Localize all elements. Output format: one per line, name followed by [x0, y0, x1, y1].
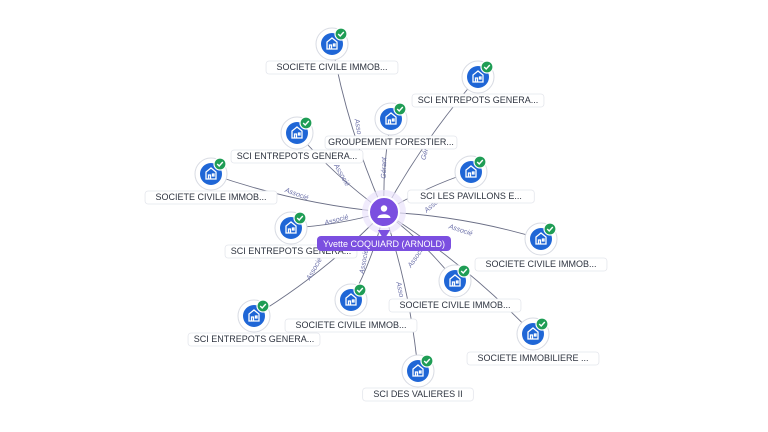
company-node[interactable]: SOCIETE CIVILE IMMOB... — [388, 264, 522, 313]
company-node-label: SOCIETE IMMOBILIERE ... — [477, 353, 588, 363]
company-node[interactable]: SOCIETE CIVILE IMMOB... — [474, 222, 608, 272]
company-node-label: SOCIETE CIVILE IMMOB... — [399, 300, 510, 310]
check-badge-icon — [213, 157, 227, 171]
company-node[interactable]: SCI DES VALIERES II — [362, 354, 474, 402]
check-badge-icon — [293, 211, 307, 225]
company-node[interactable]: SOCIETE CIVILE IMMOB... — [144, 157, 278, 205]
edge-label: Asso — [394, 280, 404, 298]
edge-line — [383, 211, 542, 240]
company-node-label: SCI ENTREPOTS GENERA... — [194, 334, 315, 344]
edge-label: Asso — [353, 117, 363, 135]
company-node[interactable]: SCI ENTREPOTS GENERA... — [187, 299, 321, 347]
edge-label: Gérant — [381, 156, 389, 179]
check-badge-icon — [420, 354, 434, 368]
edge-label: Associé — [283, 187, 309, 202]
company-node-label: SOCIETE CIVILE IMMOB... — [295, 320, 406, 330]
check-badge-icon — [473, 155, 487, 169]
check-badge-icon — [256, 299, 270, 313]
check-badge-icon — [334, 27, 348, 41]
company-node-label-box — [474, 257, 608, 272]
check-badge-icon — [543, 222, 557, 236]
company-node-label-box — [362, 387, 474, 402]
company-node[interactable]: SOCIETE CIVILE IMMOB... — [284, 283, 418, 333]
edge-label: Associé — [332, 162, 351, 188]
person-icon — [377, 205, 391, 218]
center-label-box — [317, 236, 451, 251]
check-badge-icon — [299, 116, 313, 130]
edge-label: Associé — [323, 214, 350, 227]
center-person-node[interactable]: Yvette COQUIARD (ARNOLD) — [317, 190, 451, 251]
company-node-label-box — [466, 351, 600, 366]
company-node-label-box — [324, 135, 458, 150]
edge-label: Associé — [359, 249, 370, 275]
company-node-label-box — [230, 149, 364, 164]
company-node[interactable]: SCI ENTREPOTS GENERA... — [411, 60, 545, 108]
company-node-label: SCI ENTREPOTS GENERA... — [237, 151, 358, 161]
check-badge-icon — [353, 283, 367, 297]
check-badge-icon — [535, 317, 549, 331]
company-node-label: SCI ENTREPOTS GENERA... — [418, 95, 539, 105]
check-badge-icon — [480, 60, 494, 74]
company-node-label-box — [144, 190, 278, 205]
company-node-label: SOCIETE CIVILE IMMOB... — [276, 62, 387, 72]
company-node-label: SCI ENTREPOTS GENERA... — [231, 246, 352, 256]
company-node[interactable]: SCI LES PAVILLONS E... — [407, 155, 535, 204]
company-node-label-box — [187, 332, 321, 347]
company-node-label: SCI LES PAVILLONS E... — [420, 191, 522, 201]
company-node-label-box — [284, 318, 418, 333]
company-node-label: SOCIETE CIVILE IMMOB... — [155, 192, 266, 202]
company-node-label-box — [411, 93, 545, 108]
company-node[interactable]: SCI ENTREPOTS GENERA... — [224, 211, 358, 259]
nodes-layer: SOCIETE CIVILE IMMOB... SCI ENTREPOTS GEN… — [144, 27, 608, 402]
check-badge-icon — [457, 264, 471, 278]
company-node-label-box — [388, 298, 522, 313]
company-node-label: SCI DES VALIERES II — [373, 389, 462, 399]
company-node[interactable]: GROUPEMENT FORESTIER... — [324, 102, 458, 150]
center-label: Yvette COQUIARD (ARNOLD) — [323, 239, 445, 249]
company-node-label-box — [265, 60, 399, 75]
company-node-label-box — [407, 189, 535, 204]
company-node[interactable]: SOCIETE CIVILE IMMOB... — [265, 27, 399, 75]
company-node-label: SOCIETE CIVILE IMMOB... — [485, 259, 596, 269]
edge-label: Associé — [447, 223, 474, 238]
company-node-label: GROUPEMENT FORESTIER... — [328, 137, 454, 147]
check-badge-icon — [393, 102, 407, 116]
company-node[interactable]: SCI ENTREPOTS GENERA... — [230, 116, 364, 164]
company-node[interactable]: SOCIETE IMMOBILIERE ... — [466, 317, 600, 366]
